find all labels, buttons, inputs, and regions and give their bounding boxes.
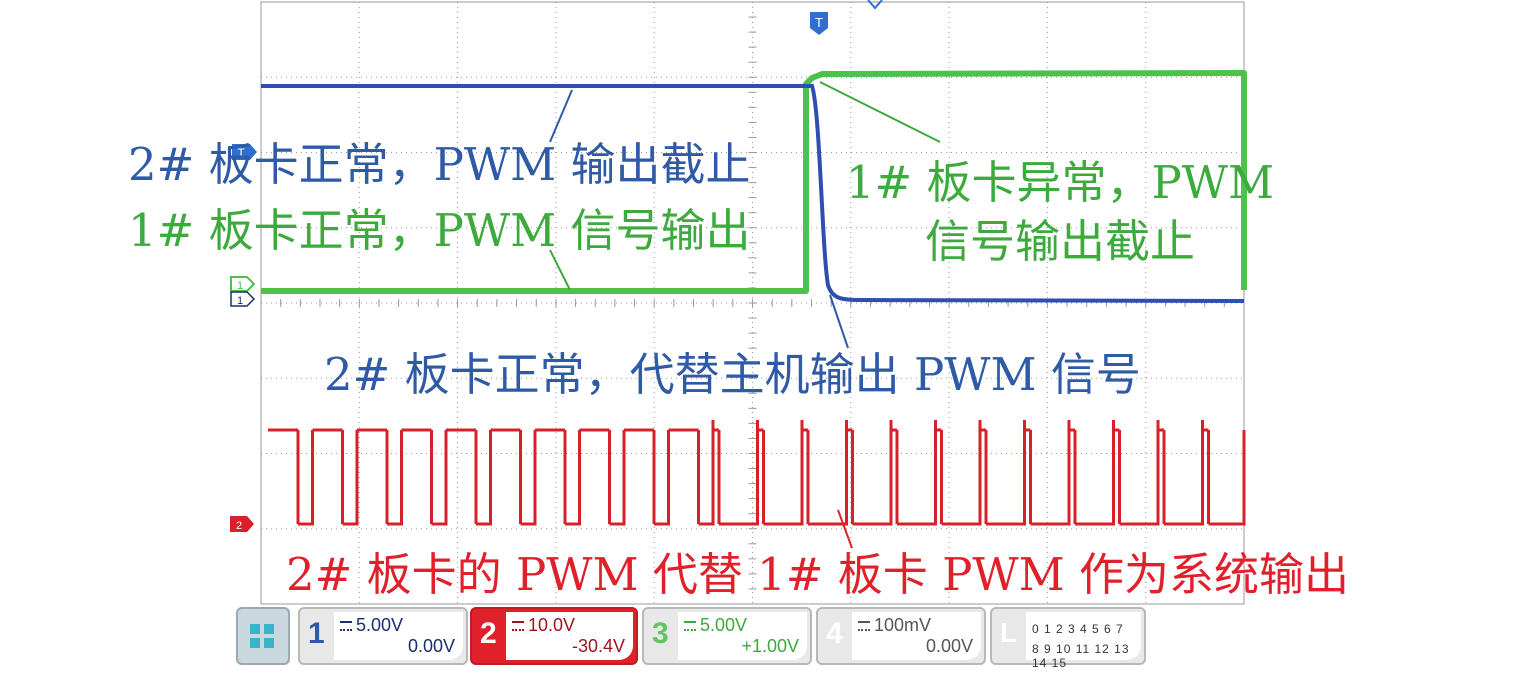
annotation-board2-replace-board1: 2# 板卡的 PWM 代替 1# 板卡 PWM 作为系统输出 (286, 548, 1350, 601)
channel-4-button[interactable]: 4 100mV 0.00V (816, 607, 986, 665)
channel-3-offset: +1.00V (741, 636, 799, 656)
logic-row-2: 8 9 10 11 12 13 14 15 (1032, 642, 1130, 670)
ch3-ground-label: 1 (237, 280, 243, 292)
dc-coupling-icon (684, 621, 696, 632)
channel-2-panel: 10.0V -30.4V (506, 612, 633, 660)
channel-1-button[interactable]: 1 5.00V 0.00V (298, 607, 468, 665)
channel-1-scale: 5.00V (340, 615, 403, 636)
leader-board2-replace (829, 294, 849, 349)
trigger-label: T (815, 15, 823, 30)
channel-3-scale: 5.00V (684, 615, 747, 636)
annotation-board2-normal-cutoff: 2# 板卡正常，PWM 输出截止 (128, 138, 751, 191)
leader-board1-output (549, 249, 571, 291)
ch2-pwm-path (268, 420, 1246, 526)
dc-coupling-icon (340, 621, 352, 632)
logic-channels-button[interactable]: L 0 1 2 3 4 5 6 7 8 9 10 11 12 13 14 15 (990, 607, 1146, 670)
channel-2-scale: 10.0V (512, 615, 575, 636)
channel-4-offset: 0.00V (925, 636, 973, 656)
leader-board1-abnormal (819, 81, 941, 143)
home-menu-button[interactable] (236, 607, 290, 665)
trigger-level-label: T (237, 146, 245, 160)
logic-label: L (1000, 617, 1018, 648)
leader-board2-pwm (837, 509, 853, 549)
trigger-position-marker[interactable]: T (810, 12, 828, 35)
ch1-ground-label: 1 (237, 295, 243, 307)
channel-4-scale: 100mV (858, 615, 931, 636)
channel-3-panel: 5.00V +1.00V (678, 612, 807, 660)
channel-2-number: 2 (480, 617, 497, 650)
graticule-grid (260, 1, 1244, 605)
annotation-board2-replace-host: 2# 板卡正常，代替主机输出 PWM 信号 (324, 348, 1141, 401)
dc-coupling-icon (858, 621, 870, 632)
annotation-board1-abnormal-line2: 信号输出截止 (924, 215, 1195, 268)
channel-2-button[interactable]: 2 10.0V -30.4V (470, 607, 638, 665)
annotation-board1-abnormal: 1# 板卡异常，PWM 信号输出截止 (835, 160, 1285, 264)
logic-panel: 0 1 2 3 4 5 6 7 8 9 10 11 12 13 14 15 (1026, 612, 1141, 670)
ch2-ground-marker[interactable]: 2 (230, 516, 254, 532)
ch1-trace (261, 84, 1245, 303)
channel-1-number: 1 (308, 617, 325, 650)
channel-1-panel: 5.00V 0.00V (334, 612, 463, 660)
annotation-board1-normal-output: 1# 板卡正常，PWM 信号输出 (128, 204, 751, 257)
channel-4-panel: 100mV 0.00V (852, 612, 981, 660)
annotation-board1-abnormal-line1: 1# 板卡异常，PWM (845, 156, 1275, 209)
ch2-pwm-trace (268, 420, 1246, 526)
logic-row-1: 0 1 2 3 4 5 6 7 (1032, 622, 1124, 636)
ch3-ground-marker[interactable]: 1 (230, 276, 256, 292)
oscilloscope-display: T T 1 1 2 (230, 0, 1247, 605)
channel-4-number: 4 (826, 617, 843, 650)
channel-1-offset: 0.00V (407, 636, 455, 656)
trigger-level-marker[interactable]: T (232, 144, 257, 160)
ch2-ground-label: 2 (236, 520, 242, 532)
dc-coupling-icon (512, 621, 524, 632)
ch3-trace (261, 70, 1247, 294)
channel-3-number: 3 (652, 617, 669, 650)
leader-board2-cutoff (549, 89, 573, 143)
trigger-top-indicator (867, 0, 883, 10)
channel-3-button[interactable]: 3 5.00V +1.00V (642, 607, 812, 665)
ch1-ground-marker[interactable]: 1 (230, 291, 256, 307)
channel-2-offset: -30.4V (571, 636, 625, 656)
